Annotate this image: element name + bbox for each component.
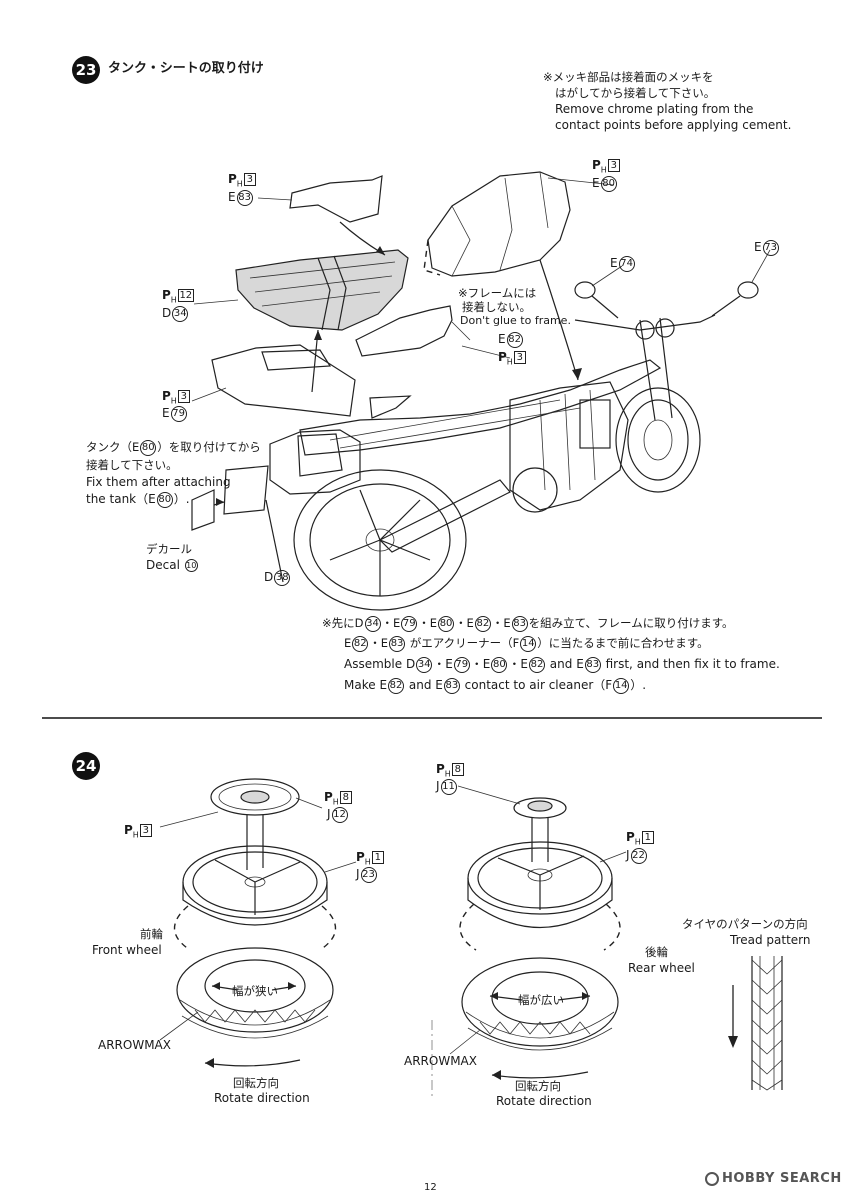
tread-label-en: Tread pattern <box>730 933 811 947</box>
arrow-seat <box>311 329 319 393</box>
arrow-tank <box>539 259 579 381</box>
side-cover-drawing <box>211 344 356 417</box>
rear-hub-drawing <box>513 797 567 819</box>
watermark-logo: HOBBY SEARCH <box>705 1171 842 1186</box>
chrome-note-jp-1: ※メッキ部品は接着面のメッキを <box>543 70 714 84</box>
rear-wheel-label-en: Rear wheel <box>628 961 695 975</box>
decal-label-jp: デカール <box>146 542 192 556</box>
mirror-right-drawing <box>737 281 759 299</box>
rear-rotate-en: Rotate direction <box>496 1094 592 1108</box>
front-disc-drawing <box>210 778 300 816</box>
rear-tire-drawing <box>461 957 619 1047</box>
watermark-icon <box>705 1171 719 1186</box>
frame-drawing <box>299 359 662 456</box>
seat-drawing <box>235 249 409 331</box>
decal-drawing <box>191 489 215 531</box>
front-tire-brand: ARROWMAX <box>98 1038 171 1052</box>
mirror-left-drawing <box>574 281 596 299</box>
frame-note-jp-1: ※フレームには <box>458 286 537 300</box>
license-plate-drawing <box>223 465 269 515</box>
front-wheel-label-en: Front wheel <box>92 943 162 957</box>
rear-tire-brand: ARROWMAX <box>404 1054 477 1068</box>
tread-pattern-drawing <box>751 956 783 1090</box>
step-24-badge: 24 <box>72 752 100 780</box>
chrome-note-jp-2: はがしてから接着して下さい。 <box>555 86 716 100</box>
tank-note-jp-2: 接着して下さい。 <box>86 458 178 472</box>
engine-drawing <box>509 381 629 511</box>
frame-note-en: Don't glue to frame. <box>460 314 571 327</box>
rear-rotate-jp: 回転方向 <box>515 1079 561 1093</box>
step-23-badge: 23 <box>72 56 100 84</box>
frame-note-jp-2: 接着しない。 <box>462 300 531 314</box>
rear-wheel-drawing <box>293 469 467 611</box>
tank-drawing <box>427 171 571 277</box>
seat-cowl-drawing <box>289 175 383 223</box>
chrome-note-en-1: Remove chrome plating from the <box>555 102 754 116</box>
decal-label-en: Decal 10 <box>146 558 198 572</box>
page-number: 12 <box>424 1182 437 1193</box>
front-width-note: 幅が狭い <box>232 984 278 998</box>
front-wheel-drawing <box>615 387 701 493</box>
side-panel-drawing <box>355 305 453 357</box>
tread-label-jp: タイヤのパターンの方向 <box>682 917 808 931</box>
front-wheel-label-jp: 前輪 <box>140 927 163 941</box>
front-rotate-jp: 回転方向 <box>233 1076 279 1090</box>
front-tire-drawing <box>176 947 334 1033</box>
tank-note-en-1: Fix them after attaching <box>86 475 231 489</box>
chrome-note-en-2: contact points before applying cement. <box>555 118 792 132</box>
front-rotate-en: Rotate direction <box>214 1091 310 1105</box>
rear-width-note: 幅が広い <box>518 993 564 1007</box>
rear-wheel-label-jp: 後輪 <box>645 945 668 959</box>
step-23-title: タンク・シートの取り付け <box>108 61 264 76</box>
